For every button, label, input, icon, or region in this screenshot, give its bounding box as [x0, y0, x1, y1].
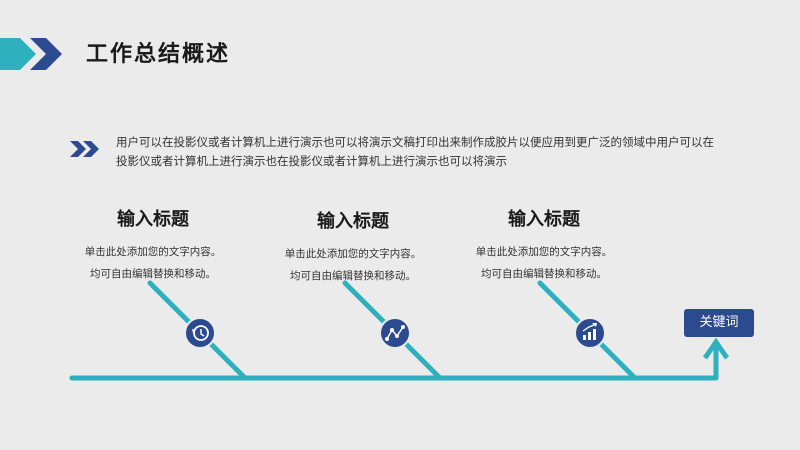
card-text: 单击此处添加您的文字内容。均可自由编辑替换和移动。: [84, 246, 222, 280]
intro-chevron-icon: [70, 141, 99, 157]
card-title: 输入标题: [508, 209, 580, 230]
history-icon: [184, 317, 216, 349]
card-text: 单击此处添加您的文字内容。均可自由编辑替换和移动。: [475, 246, 613, 280]
card-3: 输入标题 单击此处添加您的文字内容。均可自由编辑替换和移动。: [469, 205, 619, 285]
card-2: 输入标题 单击此处添加您的文字内容。均可自由编辑替换和移动。: [278, 207, 428, 287]
keyword-button[interactable]: 关键词: [684, 309, 754, 337]
card-title: 输入标题: [317, 211, 389, 232]
page-title: 工作总结概述: [86, 42, 231, 67]
card-title: 输入标题: [117, 209, 189, 230]
network-icon: [379, 317, 411, 349]
card-1: 输入标题 单击此处添加您的文字内容。均可自由编辑替换和移动。: [78, 205, 228, 285]
card-text: 单击此处添加您的文字内容。均可自由编辑替换和移动。: [284, 248, 422, 282]
header-chevron-icon: [0, 38, 62, 70]
intro-text: 用户可以在投影仪或者计算机上进行演示也可以将演示文稿打印出来制作成胶片以便应用到…: [116, 135, 714, 168]
bar-chart-icon: [574, 317, 606, 349]
